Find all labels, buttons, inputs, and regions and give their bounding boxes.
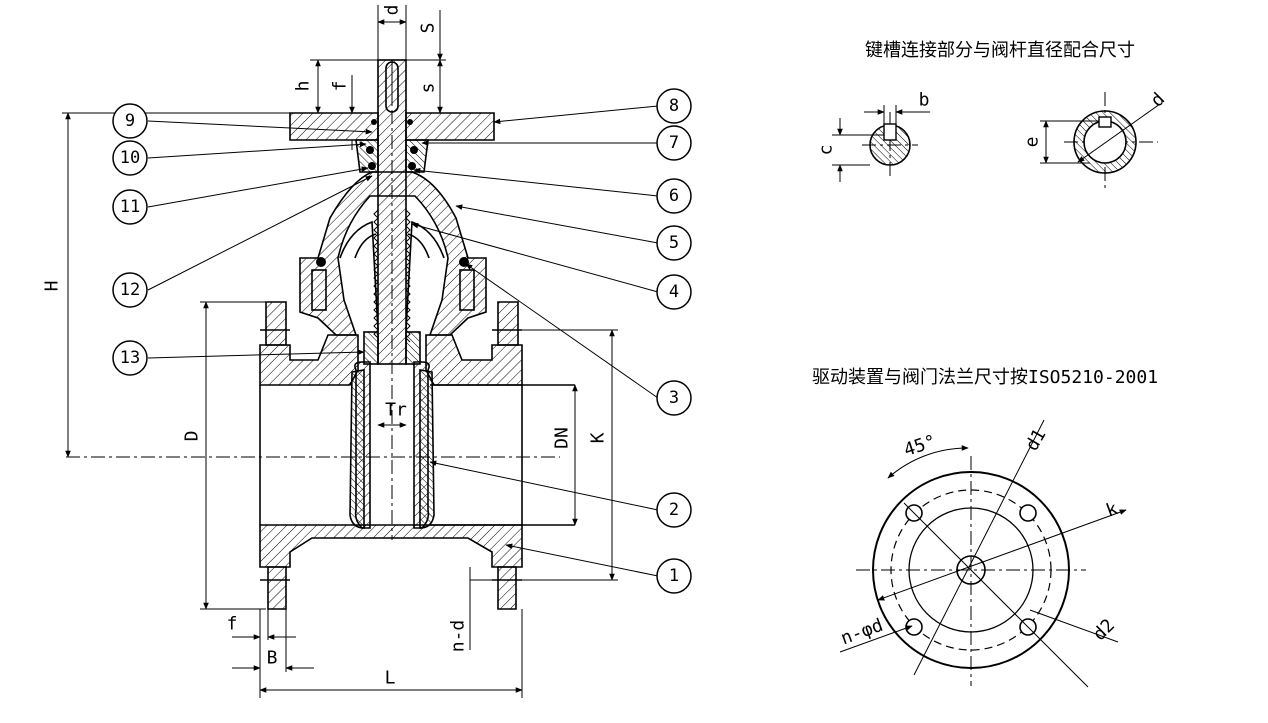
dim-d-keyway: d xyxy=(1147,89,1170,112)
bonnet xyxy=(299,171,487,336)
caption-keyway: 键槽连接部分与阀杆直径配合尺寸 xyxy=(865,40,1135,61)
part-bubble-10: 10 xyxy=(112,140,148,176)
svg-text:4: 4 xyxy=(669,282,679,302)
svg-text:7: 7 xyxy=(669,133,679,153)
dim-S-top: S xyxy=(418,23,439,34)
svg-text:9: 9 xyxy=(125,111,135,131)
svg-text:1: 1 xyxy=(669,566,679,586)
keyway-detail: 键槽连接部分与阀杆直径配合尺寸 b c e d xyxy=(816,40,1170,188)
valve-section xyxy=(66,59,575,610)
valve-body-bottom xyxy=(259,524,523,568)
dim-d1: d1 xyxy=(1021,425,1050,454)
part-bubble-9: 9 xyxy=(112,103,148,139)
dim-k: k xyxy=(1103,498,1121,521)
part-bubble-6: 6 xyxy=(656,178,692,214)
dim-45deg: 45° xyxy=(901,431,938,461)
svg-text:3: 3 xyxy=(669,388,679,408)
svg-text:12: 12 xyxy=(120,280,140,300)
stem-nut xyxy=(363,331,379,365)
dim-K: K xyxy=(588,432,609,443)
part-bubble-8: 8 xyxy=(656,88,692,124)
dim-f-top: f xyxy=(330,81,351,92)
svg-text:2: 2 xyxy=(669,500,679,520)
part-bubble-13: 13 xyxy=(112,340,148,376)
svg-text:6: 6 xyxy=(669,186,679,206)
dim-DN: DN xyxy=(552,427,573,449)
dim-H: H xyxy=(42,281,63,292)
caption-flange: 驱动装置与阀门法兰尺寸按ISO5210-2001 xyxy=(812,367,1158,388)
dim-L: L xyxy=(385,668,396,689)
part-bubble-12: 12 xyxy=(112,272,148,308)
part-callouts: 9 10 11 12 13 8 7 6 5 4 3 2 1 xyxy=(112,88,692,594)
dim-c: c xyxy=(816,145,837,156)
dim-f-bottom: f xyxy=(227,614,238,635)
part-bubble-2: 2 xyxy=(656,492,692,528)
stem xyxy=(377,59,407,365)
dim-B: B xyxy=(267,648,278,669)
dim-e: e xyxy=(1022,137,1043,148)
part-bubble-4: 4 xyxy=(656,274,692,310)
dim-Tr: Tr xyxy=(385,400,407,421)
part-bubble-1: 1 xyxy=(656,558,692,594)
svg-text:5: 5 xyxy=(669,233,679,253)
dim-h: h xyxy=(293,81,314,92)
top-flange xyxy=(289,112,379,141)
flange-detail: 驱动装置与阀门法兰尺寸按ISO5210-2001 45° d1 k d2 n-φ… xyxy=(812,367,1158,688)
dim-n-d: n-d xyxy=(448,620,469,653)
part-bubble-3: 3 xyxy=(656,380,692,416)
dim-D: D xyxy=(182,431,203,442)
dim-s: s xyxy=(418,83,439,94)
part-bubble-7: 7 xyxy=(656,125,692,161)
svg-text:11: 11 xyxy=(120,197,140,217)
svg-text:10: 10 xyxy=(120,148,140,168)
dim-d-top: d xyxy=(382,5,403,16)
dimension-lines: d S s h f H D DN K Tr n-d f B L xyxy=(42,5,618,698)
part-bubble-5: 5 xyxy=(656,225,692,261)
svg-text:8: 8 xyxy=(669,96,679,116)
svg-text:13: 13 xyxy=(120,348,140,368)
part-bubble-11: 11 xyxy=(112,189,148,225)
dim-b: b xyxy=(919,90,930,111)
